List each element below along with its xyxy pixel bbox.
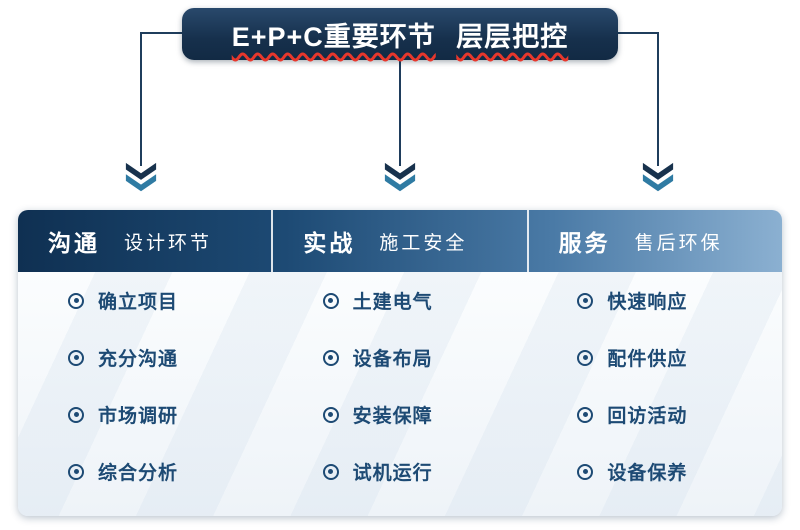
list-item-label: 试机运行 <box>352 463 433 484</box>
list-item-label: 设备保养 <box>607 463 688 484</box>
list-item-label: 市场调研 <box>98 406 179 427</box>
target-bullet-icon <box>68 349 84 366</box>
list-item: 安装保障 <box>322 386 528 443</box>
column-header-communication: 沟通 设计环节 <box>18 210 271 272</box>
page-title-segment-2: 层层把控 <box>456 21 569 52</box>
list-item: 确立项目 <box>68 272 273 329</box>
target-bullet-icon <box>322 406 339 423</box>
down-arrow-icon <box>125 162 157 192</box>
column-header-practice: 实战 施工安全 <box>271 210 526 272</box>
down-arrow-icon <box>642 162 674 192</box>
list-item: 综合分析 <box>68 443 273 500</box>
list-item: 配件供应 <box>577 329 782 386</box>
connector-line-center-vertical <box>399 58 401 166</box>
column-header-service: 服务 售后环保 <box>526 210 782 272</box>
target-bullet-icon <box>68 292 84 309</box>
target-bullet-icon <box>322 463 339 480</box>
list-item-label: 综合分析 <box>98 463 179 484</box>
process-panel: 沟通 设计环节 实战 施工安全 服务 售后环保 确立项目 充分沟通 <box>18 210 782 516</box>
list-item-label: 设备布局 <box>352 349 433 370</box>
column-header-subtitle: 售后环保 <box>634 232 723 254</box>
target-bullet-icon <box>68 406 84 423</box>
column-header-subtitle: 设计环节 <box>124 232 213 254</box>
list-item: 土建电气 <box>322 272 528 329</box>
list-item-label: 快速响应 <box>607 292 688 313</box>
connector-line-left-horizontal <box>141 32 185 34</box>
list-item: 设备保养 <box>577 443 782 500</box>
column-header-title: 实战 <box>303 230 356 256</box>
target-bullet-icon <box>322 292 339 309</box>
column-header-title: 服务 <box>558 230 611 256</box>
column-practice-items: 土建电气 设备布局 安装保障 试机运行 <box>273 272 528 516</box>
list-item-label: 配件供应 <box>607 349 688 370</box>
list-item: 回访活动 <box>577 386 782 443</box>
target-bullet-icon <box>322 349 339 366</box>
column-communication-items: 确立项目 充分沟通 市场调研 综合分析 <box>18 272 273 516</box>
connector-line-left-vertical <box>140 32 142 166</box>
panel-header: 沟通 设计环节 实战 施工安全 服务 售后环保 <box>18 210 782 272</box>
list-item-label: 充分沟通 <box>98 349 179 370</box>
list-item-label: 安装保障 <box>352 406 433 427</box>
panel-body: 确立项目 充分沟通 市场调研 综合分析 土建电气 <box>18 272 782 516</box>
list-item: 试机运行 <box>322 443 528 500</box>
list-item-label: 土建电气 <box>352 292 433 313</box>
list-item: 市场调研 <box>68 386 273 443</box>
target-bullet-icon <box>577 406 594 423</box>
column-service-items: 快速响应 配件供应 回访活动 设备保养 <box>527 272 782 516</box>
column-header-subtitle: 施工安全 <box>379 232 468 254</box>
list-item: 快速响应 <box>577 272 782 329</box>
list-item: 设备布局 <box>322 329 528 386</box>
target-bullet-icon <box>68 463 84 480</box>
connector-line-right-horizontal <box>615 32 659 34</box>
down-arrow-icon <box>384 162 416 192</box>
column-header-title: 沟通 <box>48 230 100 256</box>
connector-line-right-vertical <box>657 32 659 166</box>
title-banner: E+P+C重要环节 层层把控 <box>182 8 618 60</box>
list-item-label: 确立项目 <box>98 292 179 313</box>
target-bullet-icon <box>577 463 594 480</box>
target-bullet-icon <box>577 349 594 366</box>
list-item: 充分沟通 <box>68 329 273 386</box>
page-title: E+P+C重要环节 层层把控 <box>232 15 569 54</box>
target-bullet-icon <box>577 292 594 309</box>
list-item-label: 回访活动 <box>607 406 688 427</box>
page-title-segment-1: E+P+C重要环节 <box>231 21 436 52</box>
